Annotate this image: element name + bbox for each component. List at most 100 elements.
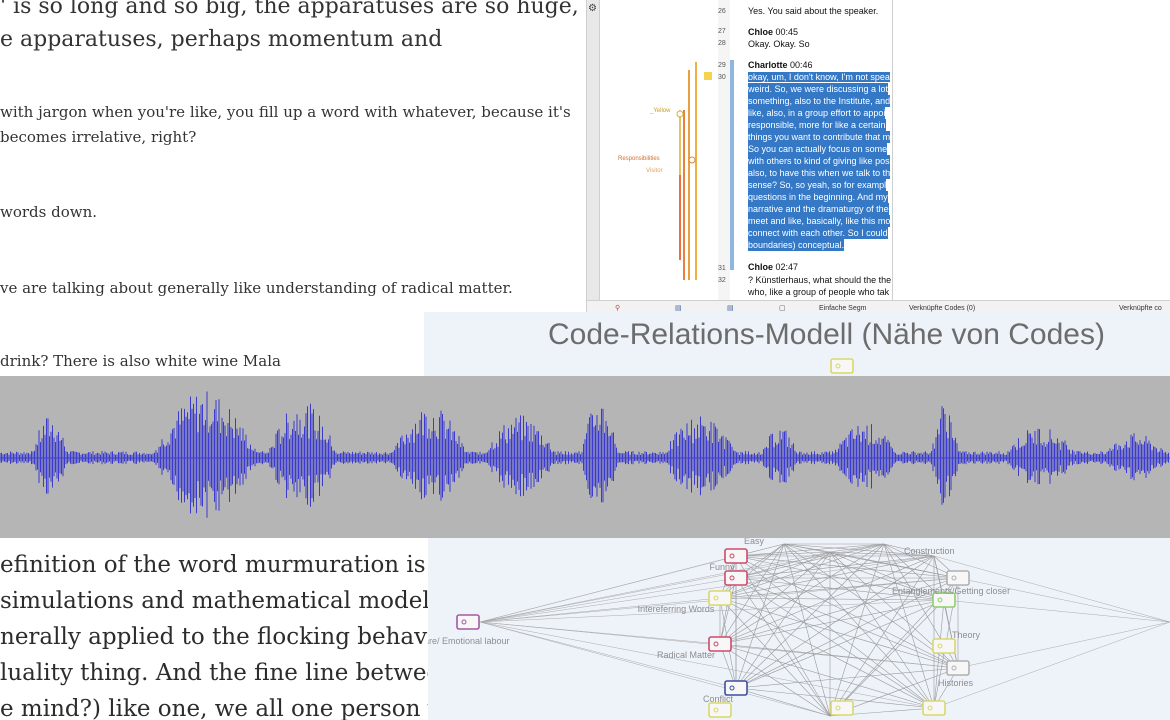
selected-segment-line[interactable]: connect with each other. So I could bbox=[748, 227, 888, 239]
relation-edge bbox=[719, 543, 785, 599]
segment-mode-label[interactable]: Einfache Segm bbox=[819, 305, 867, 312]
relation-edge bbox=[719, 555, 935, 645]
relation-edge bbox=[479, 555, 935, 623]
waveform-path bbox=[0, 391, 1169, 518]
line-number: 32 bbox=[718, 277, 726, 284]
relation-edge bbox=[735, 577, 959, 669]
relation-edge bbox=[735, 687, 831, 717]
selected-segment-line[interactable]: narrative and the dramaturgy of the bbox=[748, 203, 889, 215]
code-label-visitor: Visitor bbox=[646, 168, 663, 174]
speaker-header: Chloe 00:45 bbox=[748, 27, 798, 37]
memo-icon bbox=[704, 72, 712, 80]
relation-edge bbox=[829, 555, 935, 717]
relation-edge bbox=[783, 543, 935, 557]
top-transcript-document: ' is so long and so big, the apparatuses… bbox=[0, 0, 600, 376]
relation-edge bbox=[719, 555, 935, 599]
timestamp: 00:46 bbox=[790, 60, 813, 70]
relation-edge bbox=[735, 555, 935, 689]
selected-segment-line[interactable]: with others to kind of giving like pos bbox=[748, 155, 890, 167]
relation-edge bbox=[719, 551, 831, 599]
toolbar-strip: ⚙ bbox=[587, 0, 600, 300]
linked-codes-label-right[interactable]: Verknüpfte co bbox=[1119, 305, 1162, 312]
timestamp: 00:45 bbox=[775, 27, 799, 37]
transcript-line: efinition of the word murmuration is bbox=[0, 552, 426, 578]
selected-segment-line[interactable]: meet and like, basically, like this mo bbox=[748, 215, 891, 227]
selected-segment-line[interactable]: So you can actually focus on some bbox=[748, 143, 888, 155]
relation-edge bbox=[735, 577, 831, 717]
selected-segment-line[interactable]: responsible, more for like a certain bbox=[748, 119, 886, 131]
relation-edge bbox=[829, 543, 885, 717]
selected-segment-line[interactable]: sense? So, so yeah, so for exampl bbox=[748, 179, 887, 191]
code-node-icon bbox=[932, 638, 956, 654]
relation-edge bbox=[783, 543, 831, 717]
code-node-icon bbox=[724, 570, 748, 586]
relation-edge bbox=[479, 621, 831, 717]
relation-edge bbox=[719, 643, 935, 709]
relation-edge bbox=[957, 621, 1170, 669]
code-node-icon bbox=[830, 358, 854, 374]
transcript-line: simulations and mathematical models bbox=[0, 588, 428, 614]
line-number-column bbox=[718, 0, 730, 300]
timestamp: 02:47 bbox=[775, 262, 799, 272]
relation-edge bbox=[479, 621, 935, 709]
code-label-yellow: _Yellow bbox=[650, 108, 671, 114]
relation-edge bbox=[735, 551, 831, 689]
gear-icon[interactable]: ⚙ bbox=[588, 3, 597, 14]
relation-edge bbox=[735, 667, 959, 689]
code-node-label: Histories bbox=[938, 678, 974, 688]
segment-text[interactable]: Okay. Okay. So bbox=[748, 39, 810, 49]
code-node-label: Conflict bbox=[703, 694, 734, 704]
code-icon[interactable]: ⚲ bbox=[615, 305, 621, 312]
selected-segment-line[interactable]: weird. So, we were discussing a lot bbox=[748, 83, 889, 95]
relation-edge bbox=[479, 599, 945, 623]
segment-text[interactable]: Yes. You said about the speaker. bbox=[748, 6, 879, 16]
relation-edge bbox=[883, 543, 935, 709]
selected-segment-text[interactable]: okay, um, I don't know, I'm not spea bbox=[748, 72, 890, 82]
selected-segment-line[interactable]: things you want to contribute that m bbox=[748, 131, 891, 143]
code-node-icon bbox=[922, 700, 946, 716]
transcript-line: with jargon when you're like, you fill u… bbox=[0, 103, 571, 121]
selected-segment-line[interactable]: questions in the beginning. And my bbox=[748, 191, 888, 203]
selected-segment-line[interactable]: like, also, in a group effort to appoi bbox=[748, 107, 886, 119]
code-node-label: Radical Matter bbox=[657, 650, 715, 660]
relation-edge bbox=[735, 687, 935, 709]
relation-edge bbox=[479, 551, 831, 623]
selected-segment-line[interactable]: boundaries) conceptual. bbox=[748, 239, 845, 251]
transcript-line: ' is so long and so big, the apparatuses… bbox=[0, 0, 595, 19]
relation-edge bbox=[719, 643, 831, 717]
relation-edge bbox=[719, 551, 831, 645]
speaker-header: Chloe 02:47 bbox=[748, 262, 798, 272]
linked-codes-label[interactable]: Verknüpfte Codes (0) bbox=[909, 305, 976, 312]
code-node-label: are/ Emotional labour bbox=[424, 636, 510, 646]
selected-segment-line[interactable]: something, also to the Institute, and bbox=[748, 95, 891, 107]
segment-text[interactable]: ? Künstlerhaus, what should the the bbox=[748, 275, 892, 285]
document-icon[interactable]: ▤ bbox=[675, 305, 682, 312]
line-number: 26 bbox=[718, 8, 726, 15]
relation-edge bbox=[783, 543, 831, 553]
relation-edge bbox=[933, 555, 1170, 623]
speaker-header: Charlotte 00:46 bbox=[748, 60, 813, 70]
code-node-icon bbox=[456, 614, 480, 630]
relation-edge bbox=[957, 577, 1170, 623]
line-number: 27 bbox=[718, 28, 726, 35]
relation-edge bbox=[479, 543, 885, 623]
code-node-icon bbox=[724, 548, 748, 564]
relation-edge bbox=[735, 577, 959, 689]
transcript-line: words down. bbox=[0, 203, 98, 221]
relation-edge bbox=[735, 543, 785, 689]
segment-text[interactable]: who, like a group of people who tak bbox=[748, 287, 890, 297]
relation-edge bbox=[479, 577, 737, 623]
relation-edge bbox=[735, 577, 935, 709]
transcript-line: becomes irrelative, right? bbox=[0, 128, 197, 146]
relation-edge bbox=[829, 551, 935, 557]
relation-edge bbox=[735, 555, 959, 669]
code-stripes bbox=[676, 62, 712, 280]
relation-edge bbox=[933, 621, 1170, 709]
document-icon[interactable]: ▢ bbox=[779, 305, 786, 312]
selected-segment-line[interactable]: also, to have this when we talk to th bbox=[748, 167, 891, 179]
code-node-icon bbox=[708, 590, 732, 606]
relation-edge bbox=[783, 543, 945, 601]
code-node-icon bbox=[946, 660, 970, 676]
document-icon[interactable]: ▤ bbox=[727, 305, 734, 312]
